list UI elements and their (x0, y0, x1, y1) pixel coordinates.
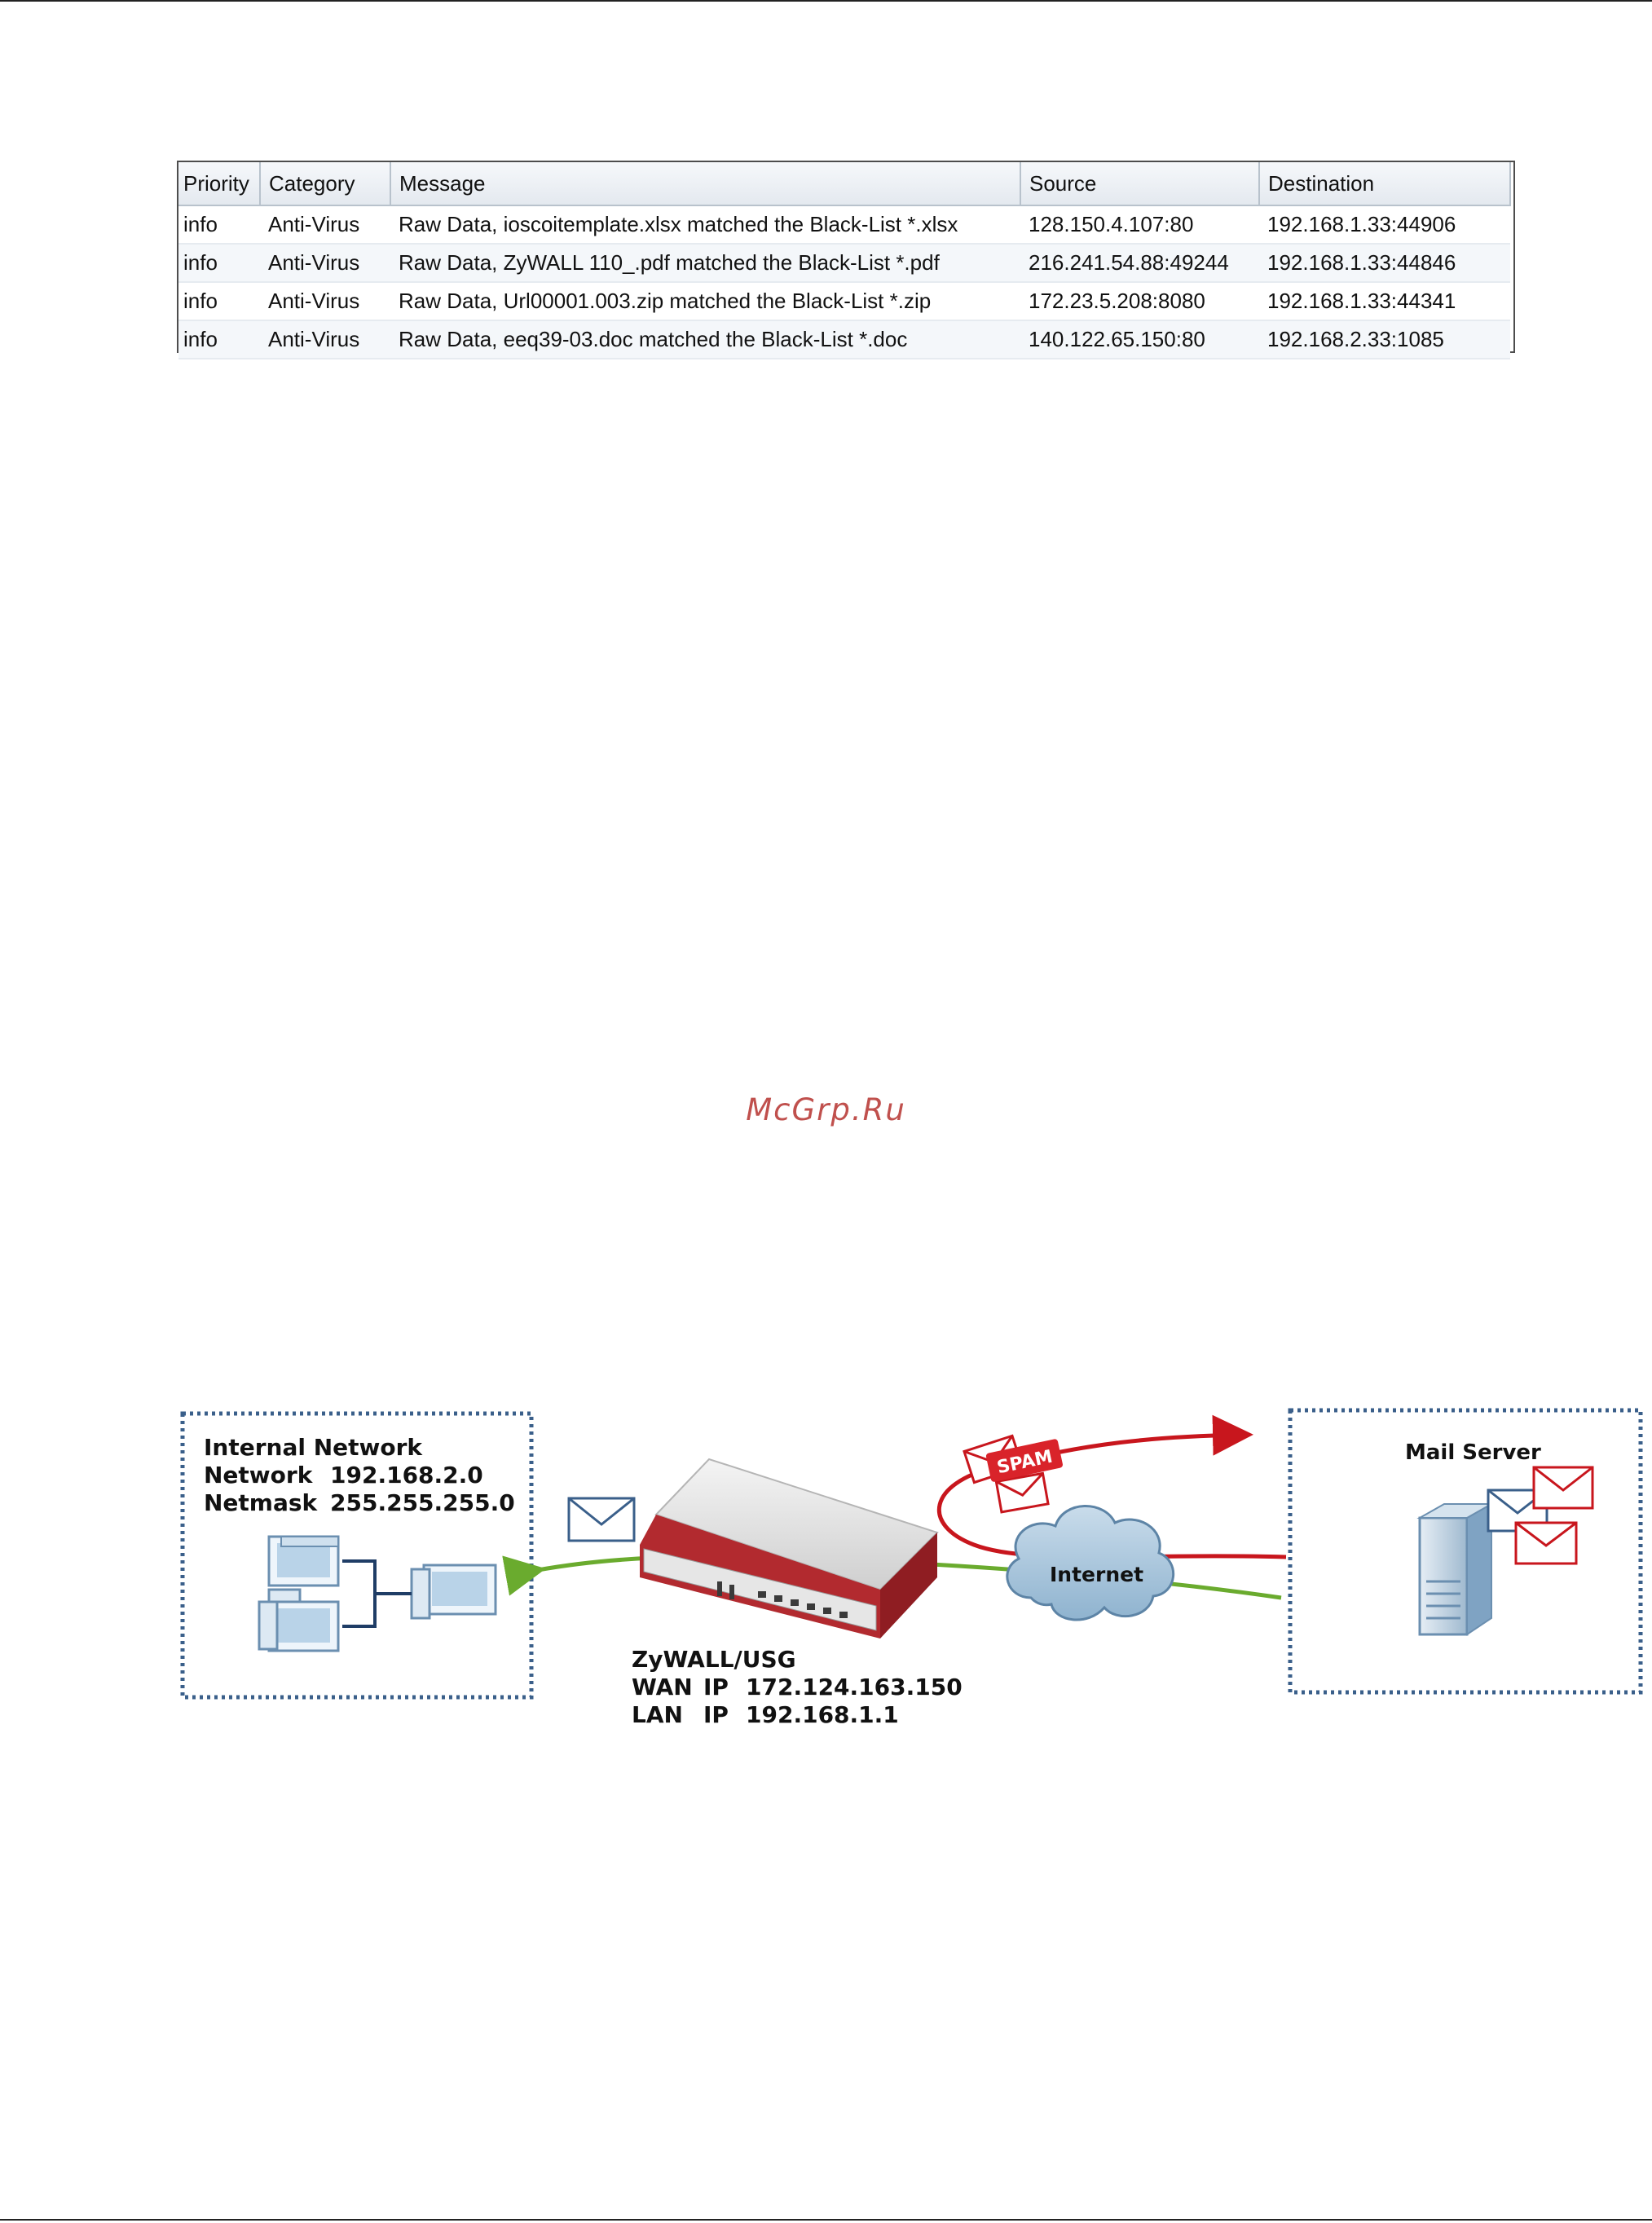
cell-source: 172.23.5.208:8080 (1020, 282, 1259, 321)
lan-link (342, 1559, 377, 1628)
column-header-source[interactable]: Source (1020, 162, 1260, 206)
spam-envelope-icon (1532, 1466, 1594, 1510)
cell-source: 140.122.65.150:80 (1020, 320, 1259, 359)
cell-message: Raw Data, ZyWALL 110_.pdf matched the Bl… (390, 244, 1020, 283)
internal-network-box (180, 1411, 534, 1700)
cell-message: Raw Data, eeq39-03.doc matched the Black… (390, 320, 1020, 359)
column-header-destination[interactable]: Destination (1259, 162, 1511, 206)
server-icon (1416, 1502, 1495, 1636)
network-label: Network (204, 1462, 313, 1489)
cell-category: Anti-Virus (260, 320, 390, 359)
envelope-icon (567, 1497, 636, 1542)
internal-network-title: Internal Network (204, 1434, 423, 1461)
log-table-container: Priority Category Message Source Destina… (177, 161, 1515, 359)
bottom-rule (0, 2219, 1652, 2221)
mail-server-box (1288, 1408, 1643, 1695)
cell-category: Anti-Virus (260, 244, 390, 283)
log-table: Priority Category Message Source Destina… (178, 162, 1511, 359)
mail-server-label: Mail Server (1405, 1440, 1541, 1465)
column-header-category[interactable]: Category (260, 162, 391, 206)
cell-priority: info (178, 282, 260, 321)
device-wan-ip: WAN IP 172.124.163.150 (632, 1673, 963, 1702)
lan-ip-value: 192.168.1.1 (746, 1701, 899, 1728)
firewall-device-icon (640, 1458, 939, 1639)
wan-ip-value: 172.124.163.150 (746, 1674, 963, 1700)
computer-icon (258, 1600, 340, 1652)
cell-destination: 192.168.1.33:44341 (1259, 282, 1510, 321)
device-lan-ip: LAN IP 192.168.1.1 (632, 1700, 899, 1730)
table-row[interactable]: info Anti-Virus Raw Data, Url00001.003.z… (178, 282, 1510, 321)
internal-network-address: Network 192.168.2.0 (204, 1461, 483, 1490)
netmask-value: 255.255.255.0 (330, 1489, 515, 1516)
wan-ip-label: IP (703, 1674, 729, 1700)
cell-category: Anti-Virus (260, 282, 390, 321)
spam-envelope-icon: SPAM (963, 1434, 1063, 1514)
cell-source: 216.241.54.88:49244 (1020, 244, 1259, 283)
internet-label: Internet (1050, 1563, 1144, 1586)
watermark: McGrp.Ru (746, 1092, 906, 1127)
spam-envelope-icon (1514, 1521, 1578, 1565)
cell-destination: 192.168.1.33:44846 (1259, 244, 1510, 283)
wan-label: WAN (632, 1674, 693, 1700)
device-name: ZyWALL/USG (632, 1646, 796, 1673)
cell-category: Anti-Virus (260, 205, 390, 245)
internal-network-netmask: Netmask 255.255.255.0 (204, 1489, 515, 1518)
table-row[interactable]: info Anti-Virus Raw Data, ZyWALL 110_.pd… (178, 244, 1510, 283)
table-row[interactable]: info Anti-Virus Raw Data, ioscoitemplate… (178, 205, 1510, 245)
cell-priority: info (178, 320, 260, 359)
cell-destination: 192.168.1.33:44906 (1259, 205, 1510, 245)
cell-message: Raw Data, ioscoitemplate.xlsx matched th… (390, 205, 1020, 245)
cloud-icon (1006, 1505, 1174, 1621)
column-header-priority[interactable]: Priority (178, 162, 261, 206)
top-rule (0, 0, 1652, 2)
cell-priority: info (178, 244, 260, 283)
cell-destination: 192.168.2.33:1085 (1259, 320, 1510, 359)
table-row[interactable]: info Anti-Virus Raw Data, eeq39-03.doc m… (178, 320, 1510, 359)
network-value: 192.168.2.0 (330, 1462, 483, 1489)
column-header-message[interactable]: Message (390, 162, 1021, 206)
table-header-row: Priority Category Message Source Destina… (178, 162, 1511, 206)
lan-ip-label: IP (703, 1701, 729, 1728)
netmask-label: Netmask (204, 1489, 318, 1516)
computer-icon (410, 1564, 497, 1620)
cell-priority: info (178, 205, 260, 245)
cell-message: Raw Data, Url00001.003.zip matched the B… (390, 282, 1020, 321)
cell-source: 128.150.4.107:80 (1020, 205, 1259, 245)
lan-label: LAN (632, 1701, 683, 1728)
